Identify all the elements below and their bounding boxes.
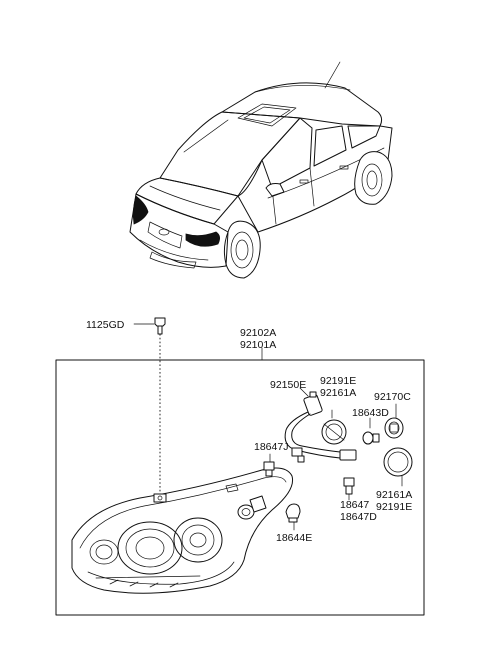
headlamp-housing — [71, 467, 294, 594]
label-bulb-wedge: 18644E — [276, 532, 312, 544]
label-bulb-side: 92170C — [374, 391, 411, 403]
bulb-bottom-part — [343, 477, 355, 501]
assembly-frame — [55, 359, 425, 616]
bulb-left-part — [261, 453, 275, 477]
label-bulb-bottom-1: 18647 — [340, 499, 369, 511]
car-illustration — [129, 61, 393, 279]
bulb-wedge-part — [285, 503, 301, 531]
screw-part — [133, 317, 166, 496]
label-socket-wiring: 92150E — [270, 379, 306, 391]
cap-bottom-part — [383, 447, 413, 487]
label-bulb-left: 18647J — [254, 441, 288, 453]
cap-top-part — [321, 409, 347, 445]
label-cap-top-2: 92161A — [320, 387, 356, 399]
label-assy-rh: 92101A — [240, 339, 276, 351]
bulb-small-part — [362, 417, 380, 445]
label-assy-lh: 92102A — [240, 327, 276, 339]
label-bulb-small: 18643D — [352, 407, 389, 419]
label-cap-bottom-1: 92161A — [376, 489, 412, 501]
label-bulb-bottom-2: 18647D — [340, 511, 377, 523]
label-screw: 1125GD — [86, 319, 125, 331]
label-cap-top-1: 92191E — [320, 375, 356, 387]
socket-wiring-part — [284, 387, 357, 463]
label-cap-bottom-2: 92191E — [376, 501, 412, 513]
bulb-side-part — [384, 403, 404, 439]
part-labels: 1125GD 92102A 92101A 92150E 92191E 92161… — [86, 319, 412, 544]
